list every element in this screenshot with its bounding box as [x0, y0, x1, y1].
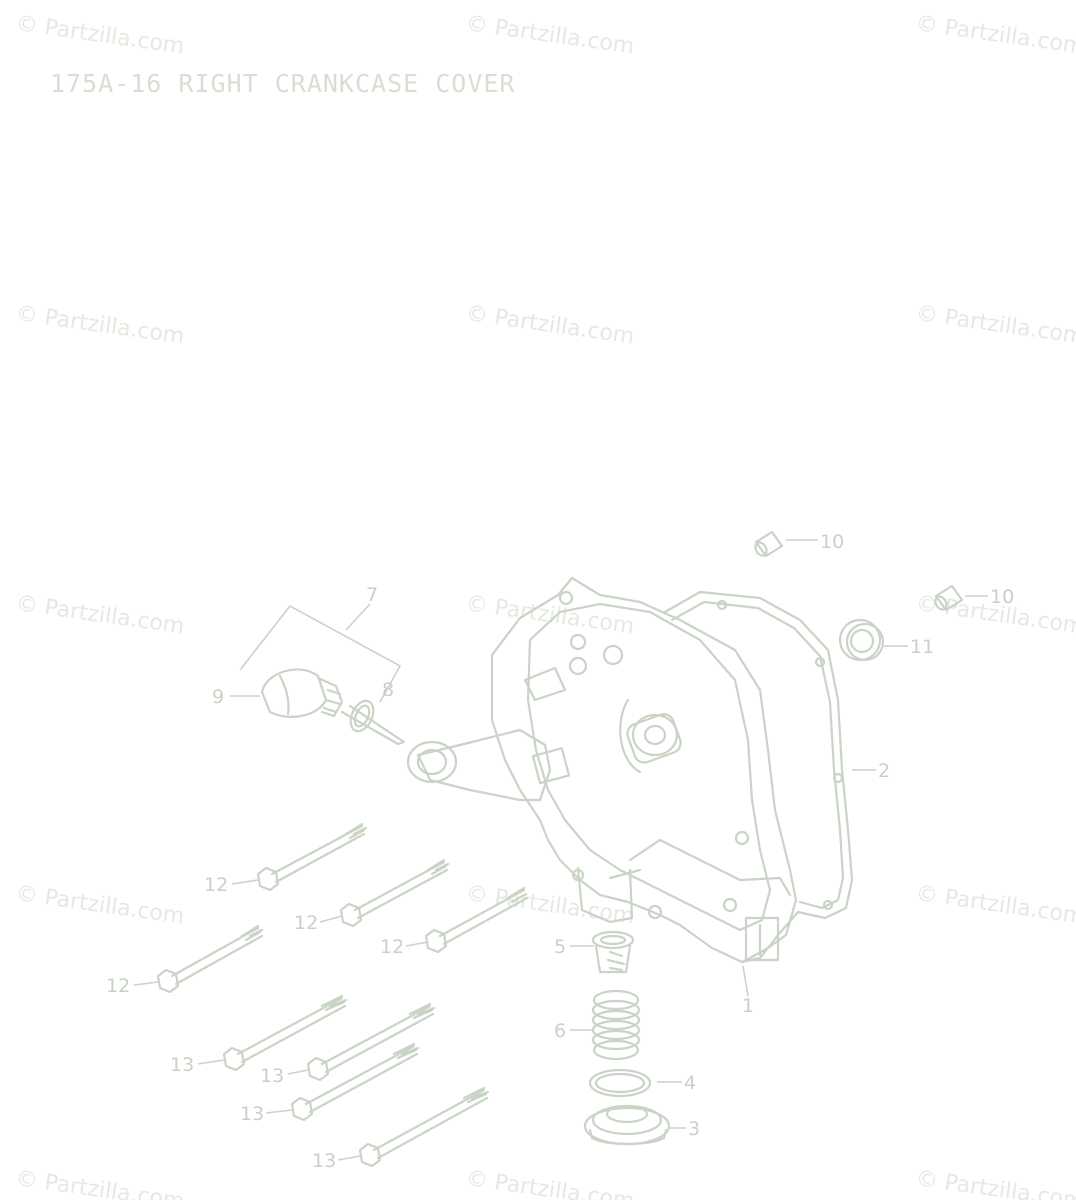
callout-10[interactable]: 10 [820, 531, 844, 553]
part-12-bolt[interactable] [156, 924, 264, 994]
part-9-oil-cap[interactable] [260, 668, 406, 746]
part-1-crankcase-cover[interactable] [406, 576, 798, 964]
watermark-layer: © Partzilla.com © Partzilla.com © Partzi… [14, 11, 1076, 1200]
part-12-bolt[interactable] [256, 822, 368, 892]
callout-1[interactable]: 1 [742, 995, 754, 1017]
callout-6[interactable]: 6 [554, 1020, 566, 1042]
part-5-oil-strainer[interactable] [591, 930, 635, 974]
callout-12[interactable]: 12 [294, 912, 318, 934]
watermark: © Partzilla.com [464, 591, 636, 639]
watermark: © Partzilla.com [914, 11, 1076, 59]
watermark: © Partzilla.com [464, 11, 636, 59]
callout-13[interactable]: 13 [240, 1103, 264, 1125]
watermark: © Partzilla.com [14, 591, 186, 639]
part-11-oil-seal[interactable] [838, 618, 885, 662]
part-12-bolt[interactable] [339, 858, 450, 928]
callout-3[interactable]: 3 [688, 1118, 700, 1140]
callout-12[interactable]: 12 [106, 975, 130, 997]
part-10-dowel-pin[interactable] [753, 530, 784, 558]
watermark: © Partzilla.com [464, 1166, 636, 1200]
watermark: © Partzilla.com [14, 881, 186, 929]
watermark: © Partzilla.com [14, 11, 186, 59]
callout-9[interactable]: 9 [212, 686, 224, 708]
callout-13[interactable]: 13 [170, 1054, 194, 1076]
part-12-bolt[interactable] [424, 886, 529, 954]
watermark: © Partzilla.com [914, 881, 1076, 929]
part-2-gasket[interactable] [663, 590, 854, 964]
part-13-bolt[interactable] [290, 1042, 420, 1122]
watermark: © Partzilla.com [464, 301, 636, 349]
watermark: © Partzilla.com [14, 301, 186, 349]
callout-11[interactable]: 11 [910, 636, 934, 658]
callout-10[interactable]: 10 [990, 586, 1014, 608]
callout-5[interactable]: 5 [554, 936, 566, 958]
part-10-dowel-pin[interactable] [933, 584, 964, 612]
part-3-drain-plug[interactable] [583, 1104, 671, 1146]
part-13-bolt[interactable] [222, 994, 348, 1072]
callout-13[interactable]: 13 [260, 1065, 284, 1087]
diagram-title: 175A-16 RIGHT CRANKCASE COVER [50, 69, 516, 98]
callout-2[interactable]: 2 [878, 760, 890, 782]
part-6-spring[interactable] [591, 989, 641, 1061]
watermark: © Partzilla.com [14, 1166, 186, 1200]
callout-12[interactable]: 12 [380, 936, 404, 958]
callout-12[interactable]: 12 [204, 874, 228, 896]
part-13-bolt[interactable] [358, 1086, 490, 1168]
part-8-o-ring[interactable] [346, 697, 378, 734]
part-13-bolt[interactable] [306, 1002, 436, 1082]
callout-4[interactable]: 4 [684, 1072, 696, 1094]
part-4-o-ring[interactable] [588, 1068, 652, 1098]
watermark: © Partzilla.com [914, 301, 1076, 349]
watermark: © Partzilla.com [914, 1166, 1076, 1200]
callout-7[interactable]: 7 [366, 584, 378, 606]
callout-13[interactable]: 13 [312, 1150, 336, 1172]
callout-8[interactable]: 8 [382, 679, 394, 701]
callout-labels: 10 10 11 2 1 4 3 5 6 7 8 9 12 12 12 12 1… [106, 531, 1014, 1172]
leader-lines [133, 539, 988, 1161]
